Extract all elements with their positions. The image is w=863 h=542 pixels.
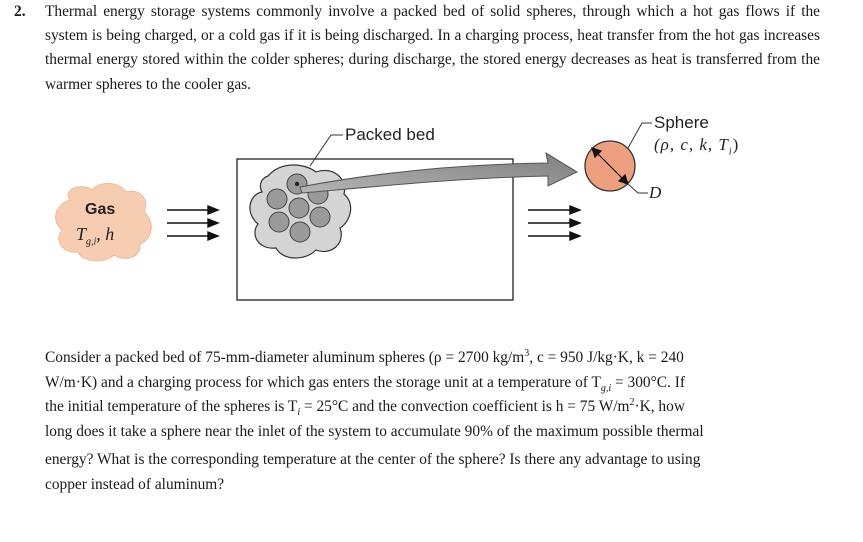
packed-bed-label: Packed bed (345, 125, 435, 144)
gas-label: Gas (85, 201, 116, 218)
q2c: = 300°C. If (611, 373, 685, 391)
q3e: ·K, how (634, 398, 685, 415)
q2b: g,i (600, 382, 612, 394)
question-line-5: energy? What is the corresponding temper… (45, 451, 701, 468)
question-line-6: copper instead of aluminum? (45, 475, 225, 493)
gas-cloud (55, 183, 152, 262)
zoom-arrow (299, 151, 579, 194)
gas-temperature: Tg,i, h (76, 224, 115, 248)
sphere-props-sub: i (728, 146, 733, 158)
diameter-label-leader (627, 183, 648, 194)
sphere-props-end: ) (732, 135, 740, 154)
gas-h-symbol: , h (96, 224, 115, 244)
question-line-4: long does it take a sphere near the inle… (45, 422, 704, 440)
sphere-properties: (ρ, c, k, Ti) (654, 135, 740, 158)
q1d: , c = 950 J/kg·K, k = 240 (529, 349, 684, 366)
sphere-props-text: (ρ, c, k, T (654, 135, 729, 154)
q1c: 3 (524, 347, 530, 359)
q1b: ρ = 2700 kg/m (433, 349, 525, 366)
inlet-flow-arrows (167, 204, 220, 242)
question-line-1: Consider a packed bed of 75-mm-diameter … (45, 346, 813, 371)
outlet-flow-arrows (528, 204, 582, 242)
q3a: the initial temperature of the spheres i… (45, 398, 298, 415)
diameter-arrow (591, 147, 629, 185)
diameter-label: D (649, 183, 662, 202)
problem-question: Consider a packed bed of 75-mm-diameter … (45, 346, 813, 497)
sphere-label-leader (627, 122, 652, 149)
problem-intro: Thermal energy storage systems commonly … (45, 3, 820, 93)
q3d: 2 (629, 396, 635, 408)
problem-number: 2. (14, 3, 26, 20)
packed-bed-leader (309, 134, 343, 167)
gas-temp-symbol: T (76, 224, 87, 244)
gas-temp-sub: g,i (86, 236, 97, 248)
question-line-3: the initial temperature of the spheres i… (45, 395, 813, 420)
q2a: W/m·K) and a charging process for which … (45, 373, 601, 391)
question-line-2: W/m·K) and a charging process for which … (45, 371, 813, 396)
highlighted-sphere-dot (294, 181, 300, 187)
q3b: i (297, 407, 301, 419)
q3c: = 25°C and the convection coefficient is… (300, 398, 630, 415)
sphere-label: Sphere (654, 113, 709, 132)
q1a: Consider a packed bed of 75-mm-diameter … (45, 349, 434, 366)
